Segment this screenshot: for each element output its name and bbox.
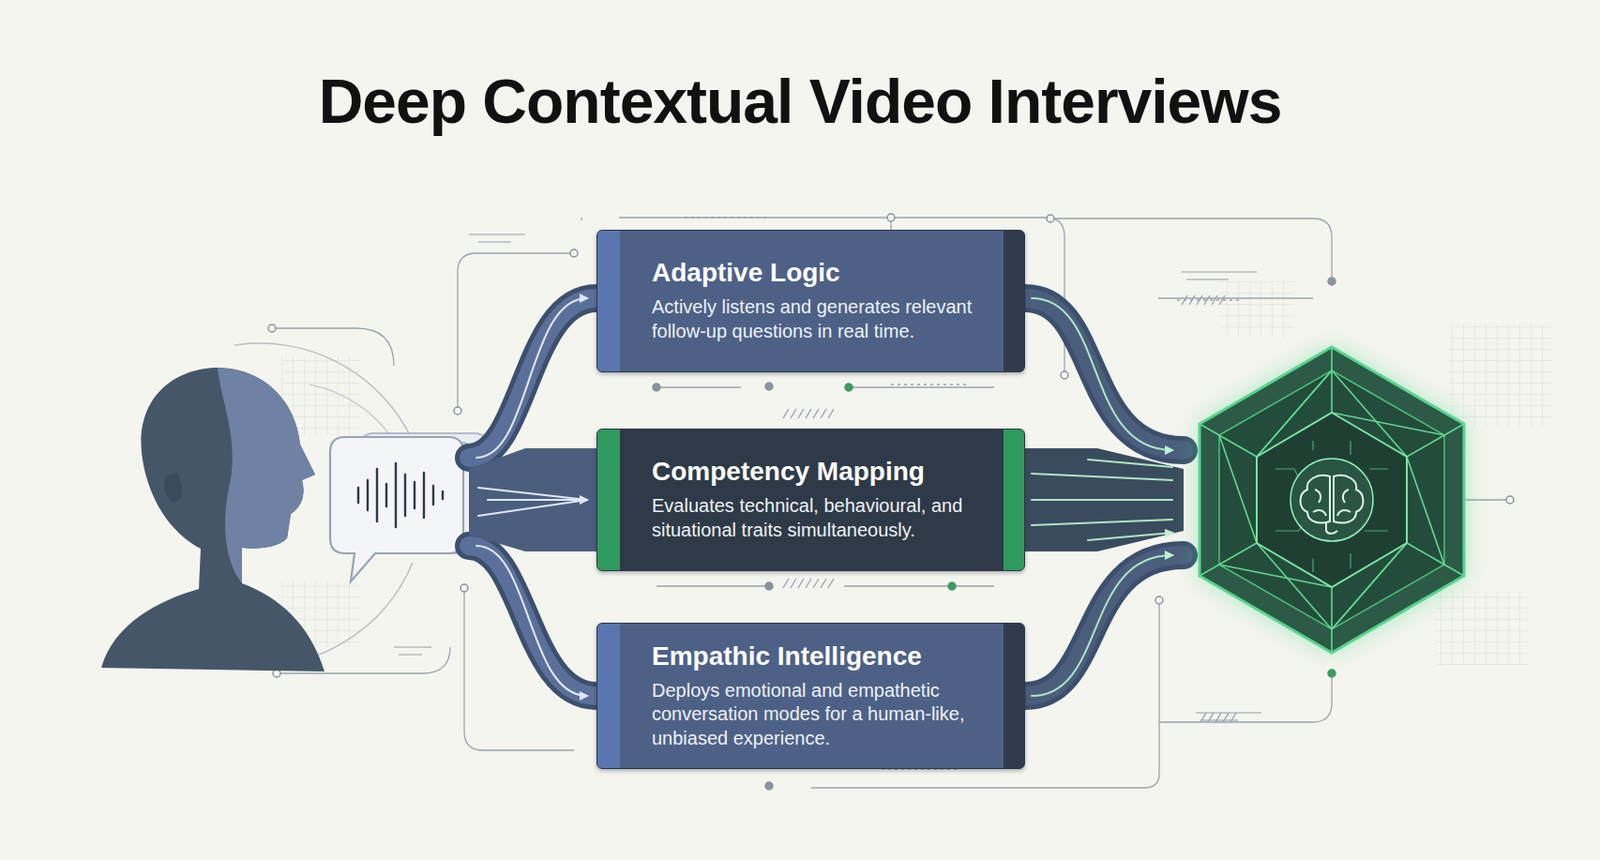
decor-dots [268, 213, 1514, 790]
ai-core-hexagon [1199, 347, 1465, 653]
box-heading: Competency Mapping [651, 456, 993, 487]
person-head [101, 367, 325, 672]
decor-lines [271, 217, 1553, 788]
process-box: Competency MappingEvaluates technical, b… [596, 428, 1026, 572]
box-heading: Adaptive Logic [651, 257, 993, 288]
box-heading: Empathic Intelligence [651, 641, 993, 672]
box-description: Evaluates technical, behavioural, and si… [651, 494, 993, 543]
process-box: Empathic IntelligenceDeploys emotional a… [596, 622, 1026, 770]
process-box: Adaptive LogicActively listens and gener… [596, 229, 1026, 373]
brain-icon [1300, 475, 1364, 534]
box-description: Actively listens and generates relevant … [651, 295, 993, 344]
box-description: Deploys emotional and empathetic convers… [651, 679, 993, 752]
diagram-title: Deep Contextual Video Interviews [0, 65, 1600, 137]
